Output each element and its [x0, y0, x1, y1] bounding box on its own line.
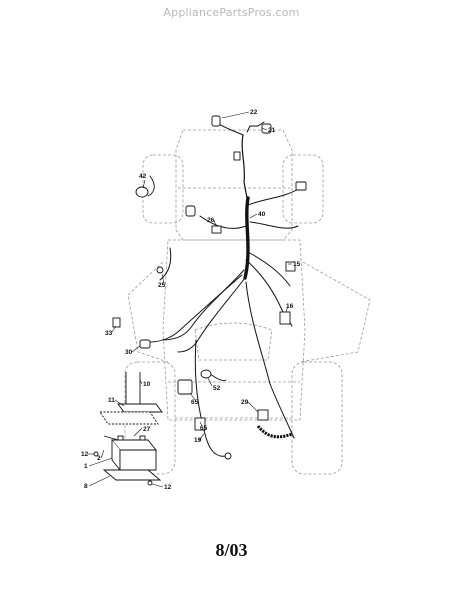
callout-labels: 22 21 42 40 26 15 25 16 33 30 10 11 52 6… [81, 109, 301, 491]
callout-33: 33 [105, 330, 113, 337]
frame-outline [162, 239, 306, 421]
callout-29: 29 [241, 399, 249, 406]
relay-16 [279, 311, 291, 325]
callout-15: 15 [293, 261, 301, 268]
ground-lower [224, 452, 232, 460]
bracket-33 [112, 317, 121, 328]
callout-2: 2 [97, 455, 101, 462]
main-harness [147, 121, 301, 457]
callout-27: 27 [143, 426, 151, 433]
harness-right-mid [249, 221, 299, 229]
page-code: 8/03 [215, 540, 248, 560]
callout-12-right: 12 [164, 484, 172, 491]
module-65b [194, 417, 206, 431]
bolt-12b [147, 480, 153, 486]
callout-19: 19 [194, 437, 202, 444]
ground-25 [156, 266, 164, 274]
switch-52 [200, 369, 212, 379]
callout-65-lower: 65 [200, 425, 208, 432]
connector-21 [261, 123, 272, 134]
harness-trunk [241, 134, 248, 199]
harness-top-branch [246, 121, 265, 133]
rear-right-tire [291, 361, 343, 475]
callout-25: 25 [158, 282, 166, 289]
harness-right-upper [247, 187, 301, 206]
front-left-tire [142, 154, 184, 224]
connector-22 [211, 115, 221, 127]
watermark: AppliancePartsPros.com [163, 6, 300, 19]
seat-outline [194, 322, 273, 361]
wire-25 [159, 247, 172, 281]
harness-down-left-a [161, 269, 245, 341]
callout-8: 8 [84, 483, 88, 490]
callout-52: 52 [213, 385, 221, 392]
battery-assembly [93, 372, 163, 486]
hood-outline [175, 129, 293, 241]
battery-hold-down [99, 411, 159, 425]
wire-52 [209, 373, 227, 381]
callout-42: 42 [139, 173, 147, 180]
battery-cable-1 [103, 435, 119, 441]
callout-65-upper: 65 [191, 399, 199, 406]
wire-42 [147, 175, 155, 197]
harness-down-right-b [247, 251, 291, 287]
battery-tray-8 [102, 469, 162, 481]
tractor-outline [124, 129, 371, 475]
harness-coil [243, 196, 250, 280]
switch-42 [135, 186, 149, 198]
relay-29 [257, 409, 269, 421]
left-fender [127, 261, 169, 363]
front-right-tire [282, 154, 324, 224]
components [112, 115, 307, 460]
callout-10: 10 [143, 381, 151, 388]
callout-22: 22 [250, 109, 258, 116]
callout-40: 40 [258, 211, 266, 218]
callout-26: 26 [207, 217, 215, 224]
harness-long-lower [245, 281, 295, 439]
connector-left-mid [185, 205, 196, 217]
connector-top-mid [233, 151, 241, 161]
solenoid-15 [285, 261, 296, 272]
switch-65a [177, 379, 193, 395]
ignition-30 [139, 339, 151, 349]
right-fender [299, 261, 371, 363]
leader-lines [88, 111, 292, 488]
battery-terminal-right [139, 435, 146, 441]
harness-down-left-b [177, 277, 246, 353]
callout-16: 16 [286, 303, 294, 310]
connector-26 [211, 225, 222, 234]
harness-left-mid [199, 215, 247, 229]
battery-bracket-11 [117, 403, 163, 413]
connector-right-upper [295, 181, 307, 191]
callout-1: 1 [84, 463, 88, 470]
callout-12-left: 12 [81, 451, 89, 458]
coil-cable [256, 425, 293, 439]
callout-11: 11 [108, 397, 115, 404]
battery-side [119, 449, 157, 471]
battery-terminal-left [117, 435, 124, 441]
callout-30: 30 [125, 349, 133, 356]
callout-21: 21 [268, 127, 276, 134]
harness-down-left-c [149, 274, 243, 343]
